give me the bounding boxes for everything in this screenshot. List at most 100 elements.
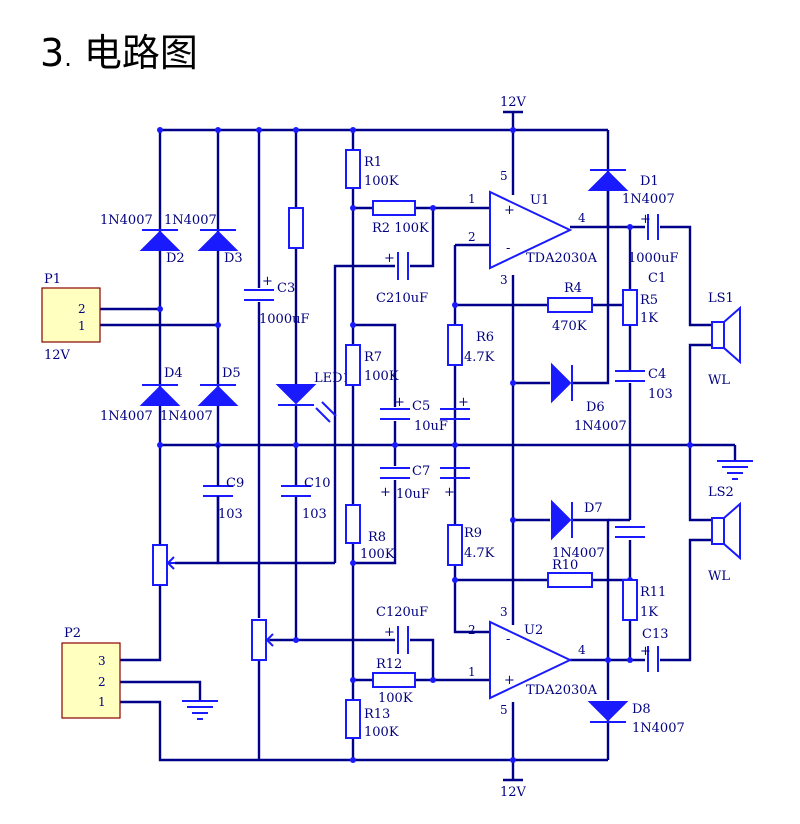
svg-text:+: +	[444, 485, 455, 500]
r13-label: R13	[364, 707, 390, 722]
svg-text:+: +	[384, 251, 395, 266]
r8-value-label: 100K	[360, 547, 395, 562]
resistor-r11: R11 1K	[622, 579, 666, 621]
r13-value-label: 100K	[364, 725, 399, 740]
d5-label: D5	[222, 366, 241, 381]
diode-d7: D7 1N4007	[551, 499, 605, 561]
speaker-ls1: LS1 WL	[708, 291, 741, 388]
vcc-bottom-label: 12V	[500, 785, 527, 800]
u2-pin3: 3	[500, 605, 508, 619]
u2-pin5: 5	[500, 703, 508, 717]
d4-part-label: 1N4007	[100, 409, 153, 424]
resistor-r1: R1 100K	[345, 149, 399, 189]
diode-d6: D6 1N4007	[551, 362, 627, 434]
d6-label: D6	[586, 400, 605, 415]
capacitor-c7: + + C7 10uF	[380, 464, 470, 502]
svg-text:+: +	[640, 644, 651, 659]
d1-part-label: 1N4007	[622, 192, 675, 207]
r7-value-label: 100K	[364, 369, 399, 384]
diode-d1: D1 1N4007	[587, 169, 675, 207]
r1-value-label: 100K	[364, 174, 399, 189]
c7-value-label: 10uF	[396, 487, 430, 502]
page-title: 3. 电路图	[40, 31, 198, 75]
c1-label: C1	[648, 271, 666, 286]
svg-text:+: +	[504, 673, 515, 688]
potentiometer-left	[152, 544, 175, 586]
d7-label: D7	[584, 501, 603, 516]
p2-label: P2	[64, 626, 81, 641]
p1-label: P1	[44, 272, 61, 287]
r2-label: R2 100K	[372, 221, 429, 236]
d5-part-label: 1N4007	[160, 409, 213, 424]
r12-label: R12	[376, 657, 402, 672]
connector-p1: P1 2 1 12V	[41, 272, 101, 363]
resistor-r6: R6 4.7K	[447, 324, 495, 366]
svg-text:+: +	[384, 625, 395, 640]
led-resistor	[288, 207, 304, 249]
svg-text:-: -	[506, 632, 510, 647]
r9-label: R9	[464, 526, 482, 541]
c5-value-label: 10uF	[414, 419, 448, 434]
u2-part-label: TDA2030A	[526, 683, 598, 698]
c10-label: C10	[304, 476, 331, 491]
d8-label: D8	[632, 702, 651, 717]
d3-part-label: 1N4007	[164, 213, 217, 228]
d1-label: D1	[640, 174, 659, 189]
c3-label: C3	[277, 281, 295, 296]
u1-pin1: 1	[468, 192, 476, 206]
svg-text:+: +	[640, 212, 651, 227]
resistor-r9: R9 4.7K	[447, 524, 495, 566]
c1-value-label: 1000uF	[628, 251, 678, 266]
capacitor-c9: C9 103	[203, 445, 244, 563]
potentiometer-right	[251, 619, 274, 661]
resistor-r5: R5 1K	[622, 289, 658, 326]
u2-pin4: 4	[578, 643, 586, 657]
r4-label: R4	[564, 281, 582, 296]
c4-label: C4	[648, 367, 666, 382]
resistor-r4: R4 470K	[547, 281, 593, 334]
capacitor-unlabeled-d7	[615, 526, 645, 538]
led1-label: LED1	[314, 371, 351, 386]
c2-label: C210uF	[376, 291, 428, 306]
svg-text:-: -	[506, 241, 510, 256]
r8-label: R8	[368, 530, 386, 545]
resistor-r12: R12 100K	[372, 657, 416, 706]
svg-text:+: +	[380, 485, 391, 500]
r4-value-label: 470K	[552, 319, 587, 334]
ls1-type-label: WL	[708, 373, 730, 388]
r12-value-label: 100K	[378, 691, 413, 706]
c3-value-label: 1000uF	[259, 312, 309, 327]
resistor-r8: R8 100K	[345, 504, 395, 562]
c9-value-label: 103	[218, 507, 243, 522]
r1-label: R1	[364, 155, 382, 170]
d8-part-label: 1N4007	[632, 721, 685, 736]
r6-label: R6	[476, 330, 494, 345]
capacitor-c4: C4 103	[615, 367, 673, 402]
p2-pin1-label: 1	[98, 695, 106, 709]
ls1-label: LS1	[708, 291, 734, 306]
ground-symbol-main	[717, 460, 753, 480]
u1-pin4: 4	[578, 211, 586, 225]
u2-label: U2	[524, 623, 543, 638]
p1-voltage-label: 12V	[44, 348, 71, 363]
ls2-type-label: WL	[708, 569, 730, 584]
r5-value-label: 1K	[640, 311, 658, 326]
svg-text:+: +	[458, 395, 469, 410]
capacitor-c3: + C3 1000uF	[244, 274, 309, 327]
u1-pin3: 3	[500, 273, 508, 287]
led-led1: LED1	[275, 371, 351, 423]
diode-d4: D4 1N4007	[100, 366, 183, 424]
d2-label: D2	[166, 251, 185, 266]
amplifier-u2: - + U2 TDA2030A 2 1 3 4 5	[468, 605, 598, 717]
p1-pin1-label: 1	[78, 319, 86, 333]
u2-pin1: 1	[468, 665, 476, 679]
r6-value-label: 4.7K	[464, 350, 495, 365]
c7-label: C7	[412, 464, 430, 479]
d6-part-label: 1N4007	[574, 419, 627, 434]
p2-pin2-label: 2	[98, 675, 106, 689]
section-title: 电路图	[83, 31, 198, 75]
r11-label: R11	[640, 585, 666, 600]
svg-text:+: +	[262, 274, 273, 289]
c10-value-label: 103	[302, 507, 327, 522]
